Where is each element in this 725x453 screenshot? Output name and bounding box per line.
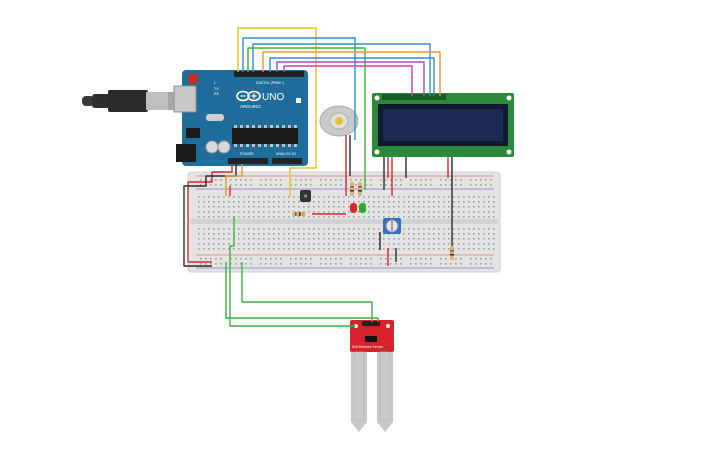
usb-cable[interactable] (82, 90, 184, 112)
wire-5v-red[interactable] (187, 164, 233, 263)
resistor-left[interactable] (292, 212, 306, 216)
breadboard-holes (198, 179, 495, 265)
arduino-logo-icon (236, 90, 261, 102)
wire-sensor-green2[interactable] (241, 262, 373, 322)
wire-purple[interactable] (276, 61, 425, 96)
wire-blue-motor[interactable] (242, 37, 356, 140)
dc-motor[interactable] (319, 105, 359, 137)
arduino-analog-label: ANALOG IN (276, 152, 296, 156)
wire-sensor-green1[interactable] (229, 216, 355, 327)
potentiometer[interactable] (383, 218, 401, 234)
arduino-model-label: UNO (262, 92, 284, 103)
soil-moisture-sensor[interactable]: Soil Moisture Sensor (350, 320, 394, 432)
wire-sensor-green3[interactable] (225, 262, 379, 322)
wire-blue-top2[interactable] (269, 57, 435, 96)
led-green[interactable] (359, 203, 366, 213)
lcd-display[interactable] (372, 93, 514, 157)
wire-blue-lcd[interactable] (252, 43, 431, 96)
wire-analog-orange[interactable] (225, 164, 243, 196)
arduino-brand-label: ARDUINO (240, 104, 261, 109)
resistor-right[interactable] (450, 246, 454, 260)
wire-yellow[interactable] (237, 27, 317, 196)
arduino-l-label: L (214, 81, 216, 85)
temperature-sensor[interactable] (300, 190, 311, 202)
resistors-mid[interactable] (350, 182, 362, 196)
arduino-tx-label: TX (214, 87, 219, 91)
wires (183, 27, 453, 327)
wire-orange-top[interactable] (262, 51, 441, 96)
arduino-uno-board[interactable]: UNO ARDUINO DIGITAL (PWM~) POWER ANALOG … (173, 70, 308, 166)
arduino-power-label: POWER (240, 152, 254, 156)
wire-green-top[interactable] (247, 47, 366, 190)
arduino-digital-label: DIGITAL (PWM~) (256, 81, 284, 85)
led-red[interactable] (350, 203, 357, 213)
wire-magenta[interactable] (283, 65, 413, 96)
arduino-rx-label: RX (214, 92, 220, 96)
soil-sensor-label: Soil Moisture Sensor (352, 345, 384, 349)
